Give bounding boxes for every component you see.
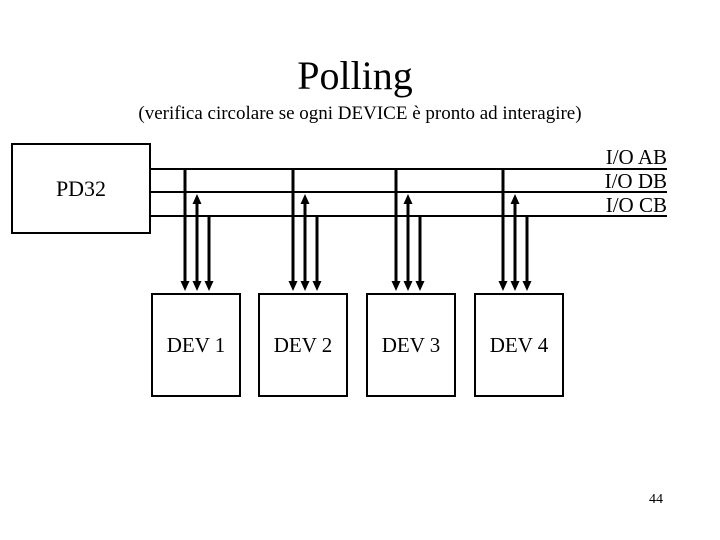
dev3-data-down-arrowhead (403, 281, 413, 291)
dev3-data-up-arrowhead (403, 194, 413, 204)
dev4-control-down-arrowhead (522, 281, 532, 291)
dev2-address-down-arrowhead (288, 281, 298, 291)
dev1-address-down-arrowhead (180, 281, 190, 291)
dev1-control-down-arrowhead (204, 281, 214, 291)
slide-subtitle: (verifica circolare se ogni DEVICE è pro… (138, 103, 582, 124)
pd32-processor-box: PD32 (11, 143, 151, 234)
device-bus-arrows (180, 169, 532, 291)
dev3-box: DEV 3 (366, 293, 456, 397)
dev3-control-down-arrowhead (415, 281, 425, 291)
dev2-box: DEV 2 (258, 293, 348, 397)
dev3-label: DEV 3 (381, 332, 441, 357)
dev2-control-down-arrowhead (312, 281, 322, 291)
bus-label-io-db: I/O DB (604, 169, 667, 193)
bus-label-io-cb: I/O CB (605, 193, 667, 217)
dev1-box: DEV 1 (151, 293, 241, 397)
dev4-data-up-arrowhead (510, 194, 520, 204)
bus-label-io-ab: I/O AB (605, 145, 667, 169)
dev1-data-up-arrowhead (192, 194, 202, 204)
slide-title: Polling (297, 53, 413, 98)
pd32-label: PD32 (55, 175, 107, 201)
dev3-address-down-arrowhead (391, 281, 401, 291)
dev2-data-down-arrowhead (300, 281, 310, 291)
dev2-data-up-arrowhead (300, 194, 310, 204)
dev4-label: DEV 4 (489, 332, 549, 357)
dev4-data-down-arrowhead (510, 281, 520, 291)
dev4-address-down-arrowhead (498, 281, 508, 291)
dev1-data-down-arrowhead (192, 281, 202, 291)
dev1-label: DEV 1 (166, 332, 226, 357)
dev2-label: DEV 2 (273, 332, 333, 357)
dev4-box: DEV 4 (474, 293, 564, 397)
page-number: 44 (649, 492, 663, 507)
